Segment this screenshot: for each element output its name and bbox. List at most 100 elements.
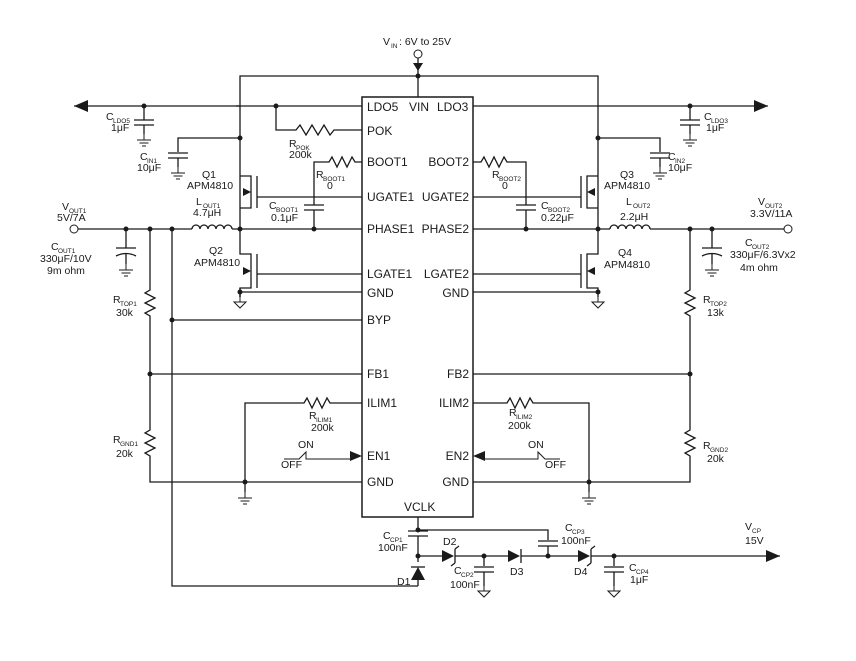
c-cp2-capacitor	[474, 556, 494, 586]
svg-text:200k: 200k	[289, 149, 313, 161]
pin-byp: BYP	[367, 313, 391, 327]
svg-text:BOOT1: BOOT1	[323, 176, 345, 183]
svg-text:V: V	[62, 201, 69, 213]
c-cp3-label: C CP3 100nF	[561, 522, 591, 547]
svg-text:GND2: GND2	[710, 447, 728, 454]
svg-text:OUT2: OUT2	[633, 203, 651, 210]
r-top1-label: R TOP1 30k	[113, 294, 137, 319]
pin-boot2: BOOT2	[428, 155, 469, 169]
pin-gnd-right-top: GND	[442, 286, 469, 300]
pin-phase2: PHASE2	[422, 222, 470, 236]
svg-text:200k: 200k	[508, 420, 532, 432]
ldo5-arrow	[74, 100, 88, 112]
svg-text:R: R	[309, 410, 317, 422]
v-out1-label: V OUT1 5V/7A	[57, 201, 87, 224]
svg-text:R: R	[289, 138, 297, 150]
svg-text:C: C	[541, 200, 549, 212]
svg-text:OUT2: OUT2	[765, 203, 783, 210]
svg-text:IN2: IN2	[675, 158, 686, 165]
pin-ldo5: LDO5	[367, 100, 399, 114]
l-out2-inductor	[609, 224, 651, 230]
r-ilim1-label: R ILIM1 200k	[309, 410, 335, 434]
svg-text:Q2: Q2	[209, 245, 223, 257]
pin-pok: POK	[367, 124, 392, 138]
v-out2-label: V OUT2 3.3V/11A	[750, 196, 792, 220]
svg-text:TOP1: TOP1	[120, 301, 137, 308]
svg-text:R: R	[316, 169, 324, 181]
r-top2-r-gnd2-divider	[473, 229, 697, 483]
svg-text:ILIM2: ILIM2	[516, 414, 533, 421]
q2-label: Q2 APM4810	[194, 245, 240, 269]
svg-text:C: C	[565, 522, 573, 534]
svg-text:4.7μH: 4.7μH	[193, 207, 221, 219]
d3-diode	[508, 549, 522, 563]
c-out1-label: C OUT1 330μF/10V 9m ohm	[40, 241, 92, 277]
svg-text:13k: 13k	[707, 307, 725, 319]
c-ldo3-label: C LDO3 1μF	[704, 111, 728, 134]
svg-text:R: R	[492, 169, 500, 181]
pin-lgate1: LGATE1	[367, 267, 412, 281]
svg-text:V: V	[383, 36, 390, 48]
svg-text:CP1: CP1	[390, 537, 403, 544]
pin-vclk: VCLK	[404, 500, 435, 514]
svg-text:IN1: IN1	[147, 158, 158, 165]
svg-text:15V: 15V	[745, 535, 764, 547]
pin-gnd-right-bottom: GND	[442, 475, 469, 489]
svg-text:OUT1: OUT1	[58, 248, 76, 255]
r-boot1-resistor	[313, 155, 362, 205]
svg-text:OUT1: OUT1	[69, 208, 87, 215]
q4-mosfet	[473, 229, 599, 297]
c-in2-capacitor	[650, 152, 670, 159]
pin-vin: VIN	[409, 100, 429, 114]
pin-ldo3: LDO3	[437, 100, 469, 114]
svg-text:0: 0	[327, 180, 333, 192]
c-boot1-label: C BOOT1 0.1μF	[269, 200, 298, 224]
ldo3-arrow	[754, 100, 768, 112]
svg-text:V: V	[745, 521, 752, 533]
c-ldo5-capacitor	[134, 106, 154, 134]
en1-switch: ON OFF	[281, 439, 362, 471]
svg-text:0.1μF: 0.1μF	[271, 212, 298, 224]
svg-text:L: L	[626, 196, 632, 208]
l-out2-label: L OUT2 2.2μH	[620, 196, 651, 223]
v-out1-terminal	[69, 224, 79, 234]
svg-text:L: L	[196, 196, 202, 208]
r-top2-label: R TOP2 13k	[703, 294, 727, 319]
r-ilim2-resistor	[473, 396, 590, 482]
svg-text:0: 0	[502, 180, 508, 192]
svg-text:TOP2: TOP2	[710, 301, 727, 308]
svg-text:CP4: CP4	[636, 569, 649, 576]
svg-text:BOOT1: BOOT1	[276, 207, 298, 214]
pin-ugate2: UGATE2	[422, 190, 469, 204]
svg-text:APM4810: APM4810	[187, 180, 233, 192]
c-in2-label: C IN2 10μF	[668, 151, 692, 174]
c-cp3-capacitor	[418, 529, 558, 556]
pin-ilim2: ILIM2	[439, 396, 469, 410]
c-cp4-label: C CP4 1μF	[629, 562, 649, 586]
svg-text:C: C	[106, 111, 114, 123]
svg-text:C: C	[383, 530, 391, 542]
svg-text:R: R	[703, 294, 711, 306]
svg-text:330μF/6.3Vx2: 330μF/6.3Vx2	[730, 249, 796, 261]
svg-text:BOOT2: BOOT2	[548, 207, 570, 214]
pin-en1: EN1	[367, 449, 391, 463]
r-boot2-label: R BOOT2 0	[492, 169, 521, 192]
svg-text:9m ohm: 9m ohm	[47, 265, 85, 277]
r-ilim2-label: R ILIM2 200k	[508, 407, 533, 432]
v-cp-label: V CP 15V	[745, 521, 764, 547]
svg-text:2.2μH: 2.2μH	[620, 211, 648, 223]
c-out2-label: C OUT2 330μF/6.3Vx2 4m ohm	[730, 237, 796, 274]
d1-diode	[411, 566, 425, 586]
svg-text:10μF: 10μF	[137, 162, 161, 174]
pin-gnd-left-bottom: GND	[367, 475, 394, 489]
svg-text:1μF: 1μF	[111, 122, 129, 134]
pin-lgate2: LGATE2	[424, 267, 469, 281]
svg-text:3.3V/11A: 3.3V/11A	[750, 208, 792, 220]
c-boot2-capacitor	[516, 204, 536, 229]
c-out1-capacitor	[115, 252, 137, 257]
svg-text:LDO3: LDO3	[711, 118, 728, 125]
svg-text:C: C	[668, 151, 676, 163]
svg-text:10μF: 10μF	[668, 162, 692, 174]
r-boot1-label: R BOOT1 0	[316, 169, 345, 192]
svg-text:C: C	[704, 111, 712, 123]
